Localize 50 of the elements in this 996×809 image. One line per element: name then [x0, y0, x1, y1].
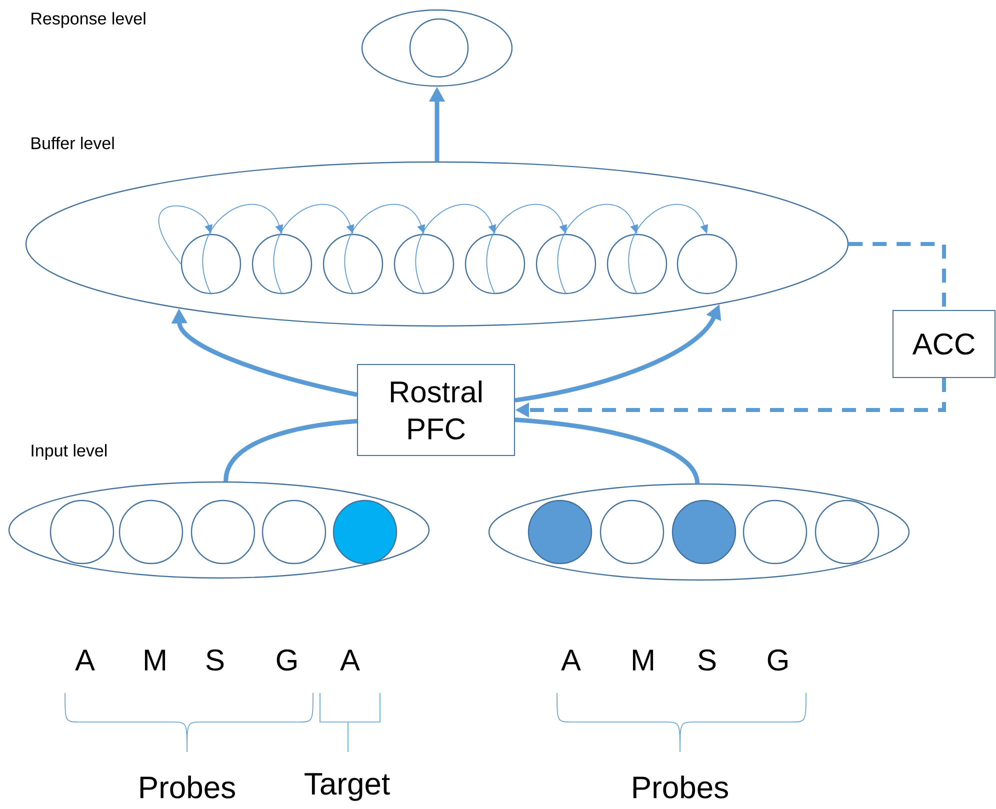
unit-circle	[814, 500, 880, 564]
letter: S	[698, 649, 716, 671]
layer-ellipse	[25, 161, 849, 327]
layer-ellipse	[8, 481, 430, 579]
letter: A	[340, 650, 360, 670]
unit-circle	[190, 500, 256, 564]
level-label: Input level	[32, 444, 107, 460]
connector-line	[514, 417, 700, 484]
unit-circle	[536, 234, 596, 294]
level-label: Response level	[32, 12, 146, 28]
letter: A	[561, 650, 581, 670]
filled-unit-circle	[332, 500, 398, 564]
letter: S	[206, 649, 224, 671]
filled-unit-circle	[672, 500, 736, 564]
group-label: Target	[304, 773, 390, 801]
letter: M	[632, 650, 654, 670]
unit-circle	[262, 500, 326, 564]
unit-circle	[742, 500, 808, 564]
arrow	[486, 204, 568, 295]
label-box: Rostral PFC	[357, 364, 515, 456]
group-label: Probes	[633, 776, 728, 798]
level-label: Buffer level	[32, 136, 114, 150]
letter: G	[276, 649, 296, 671]
arrow	[557, 204, 638, 295]
arrow	[415, 204, 496, 295]
letter: A	[75, 650, 95, 670]
unit-circle	[180, 234, 242, 294]
unit-circle	[394, 234, 454, 294]
letter: M	[144, 650, 166, 670]
layer-ellipse	[488, 483, 910, 581]
arrow	[158, 205, 212, 264]
unit-circle	[50, 500, 114, 564]
letter: G	[768, 649, 788, 671]
unit-circle	[409, 18, 469, 78]
connector-line	[224, 418, 358, 482]
arrow	[344, 204, 426, 295]
layer-ellipse	[361, 9, 513, 87]
group-label: Probes	[140, 776, 235, 798]
arrow	[273, 204, 354, 295]
arrow	[628, 204, 708, 295]
unit-circle	[676, 234, 738, 294]
unit-circle	[118, 500, 184, 564]
unit-circle	[322, 234, 384, 294]
unit-circle	[252, 234, 312, 294]
unit-circle	[464, 234, 526, 294]
filled-unit-circle	[528, 500, 592, 564]
label-box: ACC	[892, 310, 996, 378]
unit-circle	[606, 234, 668, 294]
unit-circle	[600, 500, 664, 564]
arrow	[202, 204, 284, 295]
